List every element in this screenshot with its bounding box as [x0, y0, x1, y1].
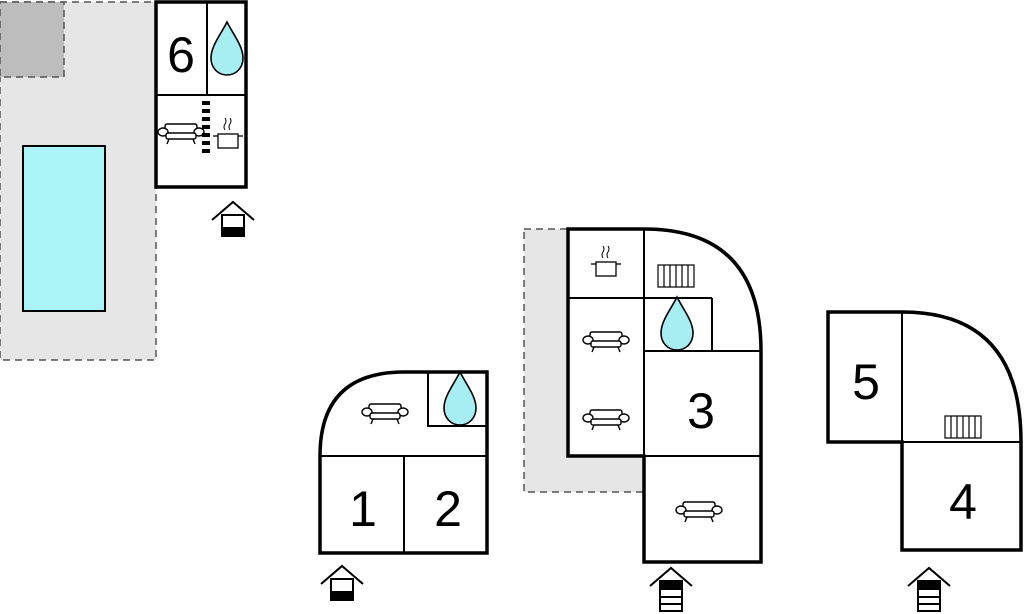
house-entrance-icon — [649, 567, 693, 612]
house-entrance-icon — [320, 565, 364, 601]
radiator-icon — [657, 264, 695, 288]
room-label-2: 2 — [434, 481, 462, 537]
building-room-3: 3 — [566, 227, 763, 564]
building-rooms-4-5: 5 4 — [826, 310, 1023, 552]
swimming-pool — [22, 145, 106, 312]
radiator-icon — [944, 415, 982, 439]
room-label-4: 4 — [949, 474, 977, 530]
house-entrance-icon — [907, 567, 951, 612]
building-room-6: 6 — [154, 0, 248, 189]
room-label-6: 6 — [167, 27, 195, 83]
building-rooms-1-2: 1 2 — [318, 370, 489, 555]
stairs-icon — [202, 101, 210, 153]
room-label-3: 3 — [687, 383, 715, 439]
room-label-5: 5 — [852, 354, 880, 410]
terrace-area — [0, 1, 157, 361]
house-entrance-icon — [211, 201, 255, 237]
room-label-1: 1 — [349, 481, 377, 537]
